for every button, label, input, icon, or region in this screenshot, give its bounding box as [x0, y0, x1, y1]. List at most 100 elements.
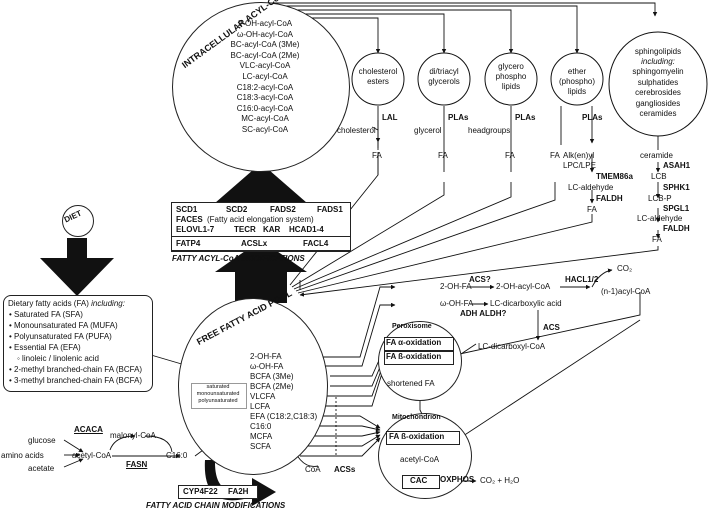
diet-item: • 3-methyl branched-chain FA (BCFA) — [9, 376, 143, 385]
facl4-enzyme: FACL4 — [303, 239, 329, 248]
diet-circle — [62, 205, 94, 237]
acss-enzyme: ACSs — [334, 465, 356, 474]
2-oh-acyl-coa-label: 2-OH-acyl-CoA — [496, 282, 551, 291]
plas-enzyme: PLAs — [582, 113, 603, 122]
sphingolipids-including: including: — [641, 57, 675, 66]
dietary-fa-text: Dietary fatty acids (FA) — [8, 299, 89, 308]
glycerol-product: glycerol — [414, 126, 442, 135]
plas-enzyme: PLAs — [448, 113, 469, 122]
diet-item: • Essential FA (EFA) — [9, 343, 81, 352]
lcb-p-label: LCB-P — [648, 194, 672, 203]
acslx-enzyme: ACSLx — [241, 239, 268, 248]
asah1-enzyme: ASAH1 — [663, 161, 691, 170]
ceramide-label: ceramide — [640, 151, 673, 160]
fa-label: FA — [587, 205, 597, 214]
diet-item: • Polyunsaturated FA (PUFA) — [9, 332, 112, 341]
list-item: BC-acyl-CoA (2Me) — [230, 50, 300, 60]
scd1-enzyme: SCD1 — [176, 205, 198, 214]
coa-label: CoA — [305, 465, 321, 474]
omega-oh-fa-label: ω-OH-FA — [440, 299, 474, 308]
list-item: cerebrosides — [635, 88, 681, 98]
glycerols-label: di/triacyl glycerols — [428, 67, 460, 86]
plas-enzyme: PLAs — [515, 113, 536, 122]
glycerophospholipids-label: glycero phospho lipids — [495, 62, 527, 91]
fatp4-enzyme: FATP4 — [176, 239, 201, 248]
ffa-item: LCFA — [250, 402, 271, 411]
mito-beta-oxidation-box — [386, 431, 460, 445]
lc-aldehyde-label: LC-aldehyde — [568, 183, 614, 192]
fa-beta-oxidation: FA ß-oxidation — [386, 352, 442, 361]
fa2h-enzyme: FA2H — [228, 487, 249, 496]
list-item: MC-acyl-CoA — [241, 114, 289, 124]
sphk1-enzyme: SPHK1 — [663, 183, 690, 192]
acetate-label: acetate — [28, 464, 55, 473]
spgl1-enzyme: SPGL1 — [663, 204, 690, 213]
list-item: ceramides — [639, 109, 677, 119]
lc-dicarboxyl-coa-label: LC-dicarboxyl-CoA — [478, 342, 546, 351]
ffa-item: BCFA (2Me) — [250, 382, 294, 391]
acyl-coa-list: 2-OH-acyl-CoA ω-OH-acyl-CoA BC-acyl-CoA … — [215, 19, 315, 136]
tmem86a-enzyme: TMEM86a — [596, 172, 633, 181]
fa-label: FA — [652, 235, 662, 244]
mito-acetyl-coa-label: acetyl-CoA — [400, 455, 440, 464]
ffa-item: VLCFA — [250, 392, 276, 401]
adh-aldh-enzyme: ADH ALDH? — [460, 309, 507, 318]
diet-item: • Monounsaturated FA (MUFA) — [9, 321, 118, 330]
acs-enzyme: ACS — [543, 323, 560, 332]
lal-enzyme: LAL — [382, 113, 398, 122]
c16-label: C16:0 — [166, 451, 188, 460]
cyp4f22-enzyme: CYP4F22 — [183, 487, 218, 496]
sphingolipids-list: sphingomyelin sulphatides cerebrosides g… — [618, 67, 698, 120]
fa-alpha-oxidation: FA α-oxidation — [386, 338, 442, 347]
mito-fa-beta-oxidation: FA ß-oxidation — [389, 432, 445, 441]
list-item: 2-OH-acyl-CoA — [237, 19, 293, 28]
fa-alpha-oxidation-box — [384, 337, 454, 351]
list-item: sphingomyelin — [632, 67, 684, 76]
kar-enzyme: KAR — [263, 225, 281, 234]
acyl-coa-pool-circle — [172, 2, 350, 172]
oxphos-label: OXPHOS — [440, 475, 475, 484]
fa-label: FA — [550, 151, 560, 160]
faces-label: FACES — [176, 215, 203, 224]
amino-acids-label: amino acids — [1, 451, 44, 460]
fa-label: FA — [438, 151, 448, 160]
list-item: ω-OH-acyl-CoA — [236, 29, 294, 39]
headgroups-product: headgroups — [468, 126, 511, 135]
elovl-enzyme: ELOVL1-7 — [176, 225, 215, 234]
malonyl-coa-label: malonyl-CoA — [110, 431, 156, 440]
dietary-fa-box — [3, 295, 153, 392]
saturation-box — [191, 383, 247, 409]
cac-box — [402, 475, 440, 489]
acyl-coa-modifications-label: FATTY ACYL-CoA MODIFICATIONS — [172, 254, 305, 263]
ffa-item: MCFA — [250, 432, 273, 441]
ffa-item: BCFA (3Me) — [250, 372, 294, 381]
co2-h2o-label: CO₂ + H₂O — [480, 476, 520, 485]
fa-label: FA — [505, 151, 515, 160]
fasn-enzyme: FASN — [126, 460, 148, 469]
alkenyl-label: Alk(en)yl — [563, 151, 595, 160]
fa-label: FA — [372, 151, 382, 160]
faldh-enzyme: FALDH — [596, 194, 623, 203]
list-item: C18:2-acyl-CoA — [236, 82, 294, 92]
diet-item: • Saturated FA (SFA) — [9, 310, 83, 319]
chain-modifications-box — [178, 485, 258, 499]
co2-label: CO₂ — [617, 264, 633, 273]
acyl-coa-synthetase-box — [171, 236, 351, 251]
fads2-enzyme: FADS2 — [270, 205, 296, 214]
acs-enzyme: ACS? — [469, 275, 491, 284]
free-fa-pool-circle — [178, 298, 328, 475]
list-item: C18:3-acyl-CoA — [236, 93, 294, 103]
lc-aldehyde-label: LC-aldehyde — [637, 214, 683, 223]
n-1-acyl-coa-label: (n-1)acyl-CoA — [601, 287, 651, 296]
list-item: LC-acyl-CoA — [242, 71, 288, 81]
faces-description: (Fatty acid elongation system) — [207, 215, 314, 224]
dietary-fa-intro: Dietary fatty acids (FA) including: — [8, 299, 125, 309]
list-item: sulphatides — [637, 77, 679, 87]
tecr-enzyme: TECR — [234, 225, 256, 234]
cac-label: CAC — [410, 476, 428, 485]
list-item: SC-acyl-CoA — [241, 124, 289, 134]
peroxisome-label: Peroxisome — [392, 323, 432, 330]
ffa-item: 2-OH-FA — [250, 352, 282, 361]
sphingolipids-title: sphingolipids — [634, 47, 682, 56]
shortened-fa-label: shortened FA — [387, 379, 435, 388]
